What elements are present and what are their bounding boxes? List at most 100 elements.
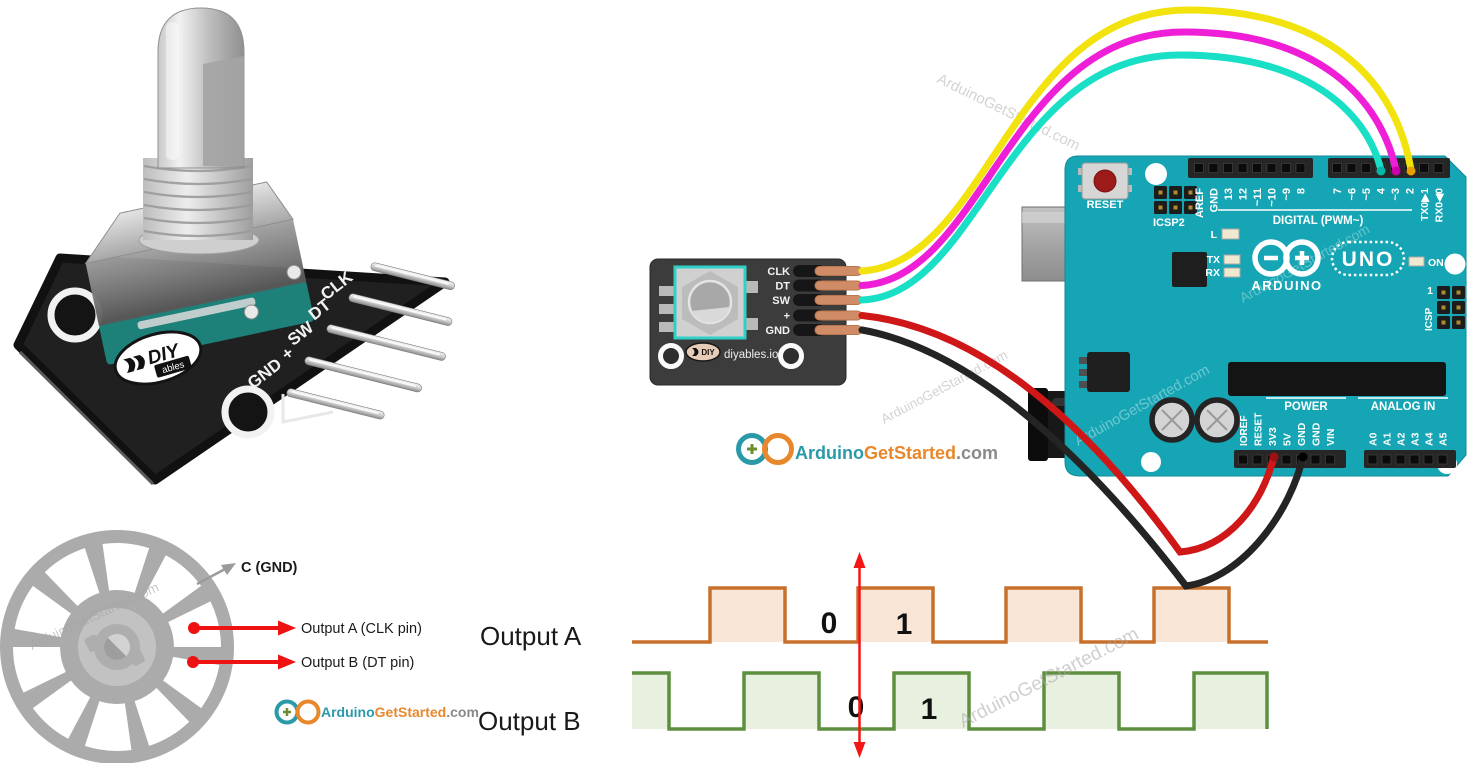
- module-pin-labels: CLK DT SW + GND: [766, 266, 791, 337]
- power-section-label: POWER: [1284, 401, 1328, 413]
- logo-arduino: Arduino: [795, 443, 864, 463]
- pin-label-12: 12: [1238, 188, 1250, 200]
- pin-label-vin: VIN: [1325, 428, 1337, 446]
- module-pins: [793, 265, 863, 336]
- module-tab: [744, 281, 758, 293]
- photo-shaft: [157, 7, 245, 169]
- disc-label-output-a: Output A (CLK pin): [301, 621, 422, 637]
- digital-header-right: [1328, 158, 1450, 178]
- led-tx-label: TX: [1207, 254, 1220, 266]
- waveform-b-zero: 0: [848, 691, 865, 724]
- digital-header-left: [1188, 158, 1313, 178]
- c-gnd-callout: C (GND): [196, 560, 298, 586]
- pin-label-13: 13: [1223, 188, 1235, 200]
- led-l-label: L: [1211, 229, 1218, 241]
- jumper-wires: [858, 6, 1415, 590]
- wire-end-dots: [1269, 166, 1416, 462]
- wire-sw-cyan: [858, 51, 1385, 304]
- pin-label-gnd1: GND: [1296, 422, 1308, 446]
- module-tab: [744, 318, 758, 330]
- wiring-encoder-module: CLK DT SW + GND DIY diyables.io: [649, 258, 863, 386]
- pin-label-8: 8: [1296, 188, 1308, 194]
- module-pin-gnd: GND: [766, 325, 791, 337]
- diyables-oval-logo: DIY ables: [113, 330, 203, 386]
- led-l: [1221, 228, 1240, 240]
- led-rx-label: RX: [1205, 267, 1220, 279]
- regulator: [1087, 352, 1130, 392]
- module-hole: [778, 343, 804, 369]
- pcb-edge-highlight: [18, 350, 155, 486]
- board-hole: [1145, 163, 1167, 185]
- module-knob-flat: [691, 307, 730, 323]
- pin-label-rx0: RX0◀0: [1434, 188, 1446, 223]
- led-on-label: ON: [1428, 257, 1444, 269]
- wire-gnd-black: [858, 326, 1307, 590]
- pin-label-aref: AREF: [1194, 188, 1206, 218]
- capacitor: [1194, 397, 1240, 443]
- pin-label-a0: A0: [1368, 432, 1380, 446]
- module-hole: [658, 343, 684, 369]
- pin-label-a2: A2: [1396, 432, 1408, 446]
- reset-button[interactable]: [1078, 162, 1132, 200]
- red-arrow-down-icon: [853, 742, 866, 758]
- arduino-brand-label: ARDUINO: [1251, 278, 1322, 293]
- pin-label-10: ~10: [1267, 188, 1279, 207]
- pin-label-tx1: TX0▶1: [1419, 188, 1431, 221]
- pin-label-a5: A5: [1438, 432, 1450, 446]
- pin-label-reset: RESET: [1254, 413, 1265, 446]
- pin-label-ioref: IOREF: [1239, 415, 1250, 446]
- led-tx: [1223, 254, 1241, 265]
- logo-com: .com: [446, 704, 479, 720]
- reset-label: RESET: [1087, 199, 1124, 211]
- logo-getstarted: GetStarted: [375, 704, 447, 720]
- wire-vcc-red: [858, 312, 1278, 556]
- icsp-pin1-label: 1: [1427, 285, 1433, 297]
- encoder-disc-diagram: ArduinoGetStarted.com C (GND) Output A (…: [0, 530, 479, 763]
- pin-label-3v3: 3V3: [1267, 427, 1279, 446]
- module-pin-clk: CLK: [767, 266, 790, 278]
- analog-section-label: ANALOG IN: [1371, 401, 1436, 413]
- red-arrow-up-icon: [853, 552, 866, 568]
- module-tab: [659, 322, 676, 332]
- waveform-a-label: Output A: [480, 621, 582, 651]
- waveform-a-zero: 0: [821, 607, 838, 640]
- waveform-b-trace: [632, 671, 1269, 731]
- mounting-hole: [221, 385, 275, 439]
- red-arrowhead-icon: [278, 620, 296, 636]
- pin-label-gnd2: GND: [1311, 422, 1323, 446]
- encoder-module-photo: CLK DT SW + GND DIY ables: [13, 7, 455, 486]
- module-brand-text: diyables.io: [724, 349, 778, 361]
- quadrature-waveforms: Output A Output B 0 1 0 1 ArduinoGetStar…: [478, 552, 1269, 758]
- pin-label-3: ~3: [1390, 188, 1402, 201]
- waveform-a-trace: [632, 586, 1268, 644]
- module-diy-text: DIY: [701, 348, 715, 357]
- disc-label-c-gnd: C (GND): [241, 560, 298, 576]
- module-pin-dt: DT: [775, 281, 790, 293]
- uno-model-label: UNO: [1342, 248, 1395, 271]
- waveform-a-one: 1: [896, 608, 913, 641]
- module-pin-sw: SW: [772, 295, 790, 307]
- digital-section-label: DIGITAL (PWM~): [1273, 215, 1364, 227]
- brand-logo-small-text: ArduinoGetStarted.com: [321, 704, 479, 720]
- icsp-label: ICSP: [1424, 307, 1435, 331]
- module-pin-plus: +: [784, 311, 790, 323]
- board-hole: [1141, 452, 1161, 472]
- photo-header-pins: [286, 262, 455, 420]
- pin-label-a4: A4: [1424, 432, 1436, 446]
- pin-label-6: ~6: [1347, 188, 1359, 201]
- waveform-b-fill: [632, 673, 1267, 729]
- brand-logo-small: ArduinoGetStarted.com: [274, 699, 479, 725]
- silkscreen-bracket: [281, 394, 334, 424]
- logo-arduino: Arduino: [321, 704, 375, 720]
- brand-logo-center: ArduinoGetStarted.com: [736, 433, 998, 465]
- capacitor: [1149, 397, 1195, 443]
- pin-label-5: ~5: [1361, 188, 1373, 201]
- photo-threaded-bushing: [138, 158, 260, 255]
- module-tab: [659, 304, 676, 314]
- pin-label-4: 4: [1376, 187, 1388, 194]
- mounting-hole: [47, 287, 103, 343]
- sampling-time-arrow: [853, 552, 866, 758]
- uno-oval: [1330, 240, 1406, 277]
